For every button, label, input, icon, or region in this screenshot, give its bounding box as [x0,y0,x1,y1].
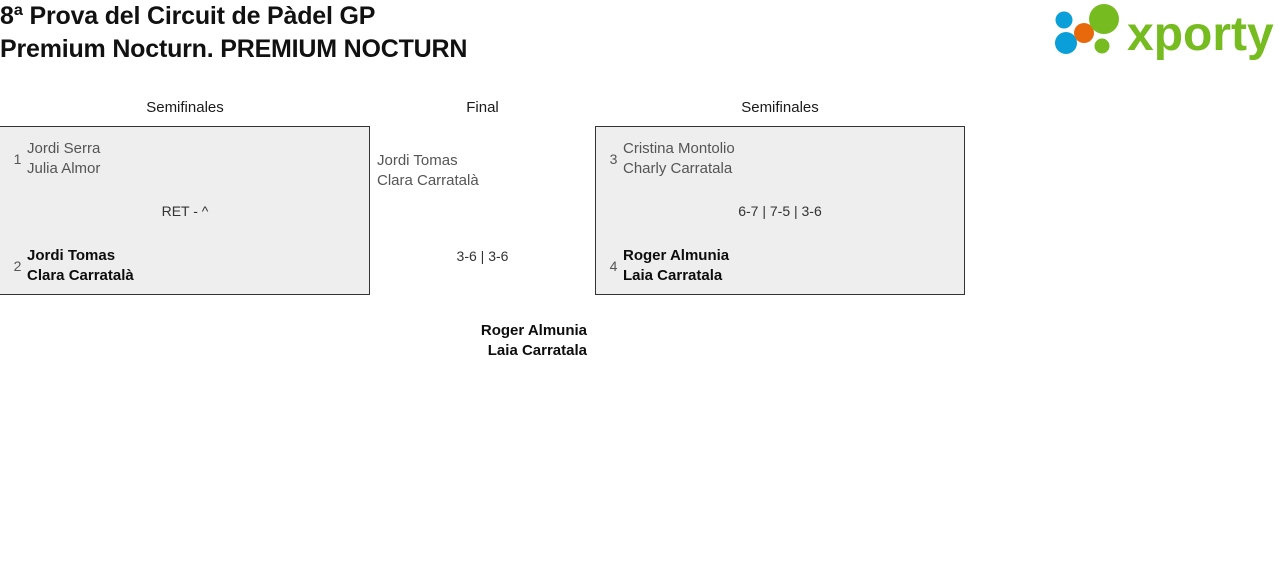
round-header-final: Final [466,99,499,116]
team-names: Jordi Serra Julia Almor [27,140,101,177]
logo-dot-green-large [1089,4,1119,34]
match-team-row[interactable]: 2 Jordi Tomas Clara Carratalà [8,246,361,286]
logo-dot-orange [1074,23,1094,43]
match-score-semifinal-right: 6-7 | 7-5 | 3-6 [738,203,822,219]
seed-number: 3 [609,151,618,167]
logo-dot-green-small [1094,38,1110,54]
match-semifinal-right[interactable]: 3 Cristina Montolio Charly Carratala 4 R… [595,126,965,295]
match-team-row[interactable]: 1 Jordi Serra Julia Almor [8,139,361,179]
page-title: 8ª Prova del Circuit de Pàdel GP Premium… [0,2,468,63]
match-score-semifinal-left: RET - ^ [161,203,209,219]
seed-number: 4 [609,258,618,274]
logo-dot-blue-large [1055,32,1077,54]
match-team-row[interactable]: 3 Cristina Montolio Charly Carratala [604,139,956,179]
match-semifinal-left[interactable]: 1 Jordi Serra Julia Almor 2 Jordi Tomas … [0,126,370,295]
logo-wordmark: xporty [1127,8,1274,61]
match-team-row[interactable]: 4 Roger Almunia Laia Carratala [604,246,956,286]
match-score-final: 3-6 | 3-6 [456,248,509,264]
xporty-logo: xporty [1042,2,1274,64]
round-header-semifinals-left: Semifinales [146,99,224,116]
logo-dot-blue-small [1055,11,1073,29]
final-team-runner-up[interactable]: Jordi Tomas Clara Carratalà [377,152,479,189]
final-team-champion[interactable]: Roger Almunia Laia Carratala [480,322,587,359]
seed-number: 1 [13,151,22,167]
team-names: Roger Almunia Laia Carratala [623,247,730,284]
team-names: Cristina Montolio Charly Carratala [623,140,735,177]
team-names: Jordi Tomas Clara Carratalà [27,247,134,284]
round-header-semifinals-right: Semifinales [741,99,819,116]
seed-number: 2 [13,258,22,274]
